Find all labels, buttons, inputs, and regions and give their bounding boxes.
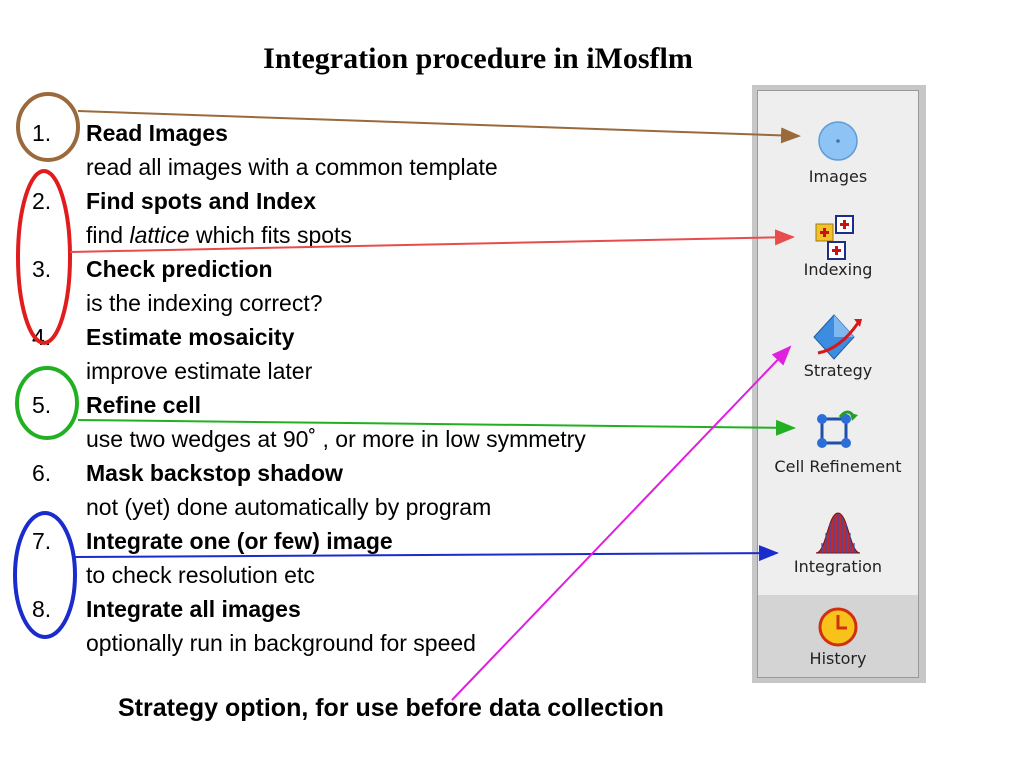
strategy-icon — [813, 314, 862, 360]
step-description: read all images with a common template — [86, 154, 498, 180]
indexing-button[interactable]: Indexing — [758, 214, 918, 279]
indexing-label: Indexing — [803, 260, 873, 279]
step-item: 1. Read Images read all images with a co… — [0, 116, 586, 184]
images-icon — [818, 121, 858, 161]
arrow-to-strategy — [451, 345, 792, 701]
step-number: 7. — [32, 528, 52, 554]
procedure-list: 1. Read Images read all images with a co… — [0, 116, 586, 660]
strategy-label: Strategy — [803, 361, 873, 380]
step-item: 6. Mask backstop shadow not (yet) done a… — [0, 456, 586, 524]
step-number: 8. — [32, 596, 52, 622]
step-item: 3. Check prediction is the indexing corr… — [0, 252, 586, 320]
step-description: optionally run in background for speed — [86, 630, 476, 656]
integration-button[interactable]: Integration — [758, 509, 918, 576]
step-heading: Integrate all images — [86, 596, 301, 622]
step-number: 1. — [32, 120, 52, 146]
step-number: 6. — [32, 460, 52, 486]
step-item: 8. Integrate all images optionally run i… — [0, 592, 586, 660]
strategy-note: Strategy option, for use before data col… — [118, 694, 664, 722]
step-item: 2. Find spots and Index find lattice whi… — [0, 184, 586, 252]
step-item: 4. Estimate mosaicity improve estimate l… — [0, 320, 586, 388]
clock-icon — [818, 607, 858, 647]
step-description: not (yet) done automatically by program — [86, 494, 492, 520]
step-description: to check resolution etc — [86, 562, 315, 588]
history-button[interactable]: History — [758, 605, 918, 668]
step-heading: Integrate one (or few) image — [86, 528, 393, 554]
arrow-to-cell-refinement — [77, 419, 796, 436]
arrow-to-integration — [74, 545, 779, 562]
images-button[interactable]: Images — [758, 119, 918, 186]
step-description: use two wedges at 90˚ , or more in low s… — [86, 426, 586, 452]
arrow-to-images — [77, 110, 801, 144]
step-number: 3. — [32, 256, 52, 282]
cell-refinement-icon — [817, 410, 858, 448]
step-item: 5. Refine cell use two wedges at 90˚ , o… — [0, 388, 586, 456]
imosflm-task-panel: Images Indexing Strategy — [752, 85, 926, 683]
step-heading: Estimate mosaicity — [86, 324, 295, 350]
integration-label: Integration — [793, 557, 883, 576]
cell-refinement-button[interactable]: Cell Refinement — [758, 409, 918, 476]
images-label: Images — [808, 167, 868, 186]
slide-title: Integration procedure in iMosflm — [263, 42, 693, 75]
highlight-circle-step1 — [16, 92, 80, 162]
step-heading: Check prediction — [86, 256, 273, 282]
highlight-ellipse-steps7-8 — [13, 511, 77, 639]
highlight-circle-step5 — [15, 366, 79, 440]
step-description: is the indexing correct? — [86, 290, 323, 316]
step-description: improve estimate later — [86, 358, 313, 384]
step-item: 7. Integrate one (or few) image to check… — [0, 524, 586, 592]
step-heading: Mask backstop shadow — [86, 460, 343, 486]
step-heading: Read Images — [86, 120, 228, 146]
step-heading: Find spots and Index — [86, 188, 317, 214]
step-description: find lattice which fits spots — [86, 222, 352, 248]
step-number: 2. — [32, 188, 52, 214]
arrow-to-indexing — [69, 229, 795, 253]
step-heading: Refine cell — [86, 392, 202, 418]
highlight-ellipse-steps2-4 — [16, 169, 72, 345]
strategy-button[interactable]: Strategy — [758, 313, 918, 380]
integration-icon — [815, 512, 861, 554]
cell-refinement-label: Cell Refinement — [774, 457, 902, 476]
history-label: History — [809, 649, 867, 668]
step-number: 5. — [32, 392, 52, 418]
indexing-icon — [815, 215, 854, 260]
